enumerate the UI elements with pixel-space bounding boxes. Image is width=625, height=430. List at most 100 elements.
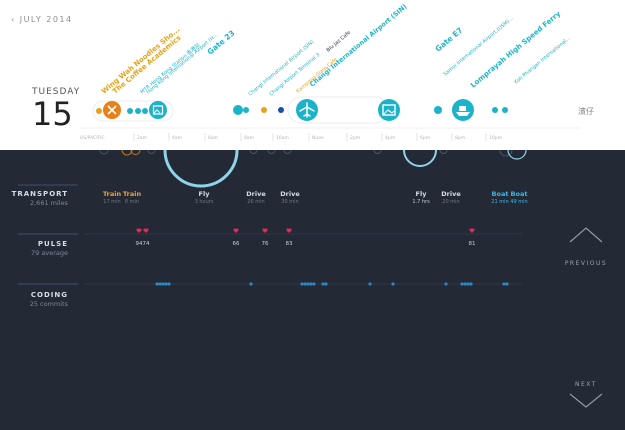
commit-dot[interactable] xyxy=(249,282,253,286)
commit-dot[interactable] xyxy=(502,282,506,286)
place-dot[interactable] xyxy=(135,108,141,114)
time-tick-label: 8am xyxy=(244,135,254,141)
commit-dot[interactable] xyxy=(324,282,328,286)
transport-mode[interactable]: Drive xyxy=(246,190,266,198)
place-dot[interactable] xyxy=(243,107,249,113)
commit-dot[interactable] xyxy=(460,282,464,286)
place-label[interactable]: Lomprayah High Speed Ferry xyxy=(469,9,562,89)
month-back-link[interactable]: ‹JULY 2014 xyxy=(11,15,73,24)
place-dot[interactable] xyxy=(502,107,508,113)
time-tick-label: Noon xyxy=(312,135,324,141)
place-label[interactable]: Samui International Airport (USM)... xyxy=(442,15,515,77)
transport-mode[interactable]: Drive xyxy=(280,190,300,198)
transport-mode[interactable]: Train xyxy=(122,190,142,198)
airplane-icon[interactable] xyxy=(296,99,318,121)
transport-row-title: TRANSPORT xyxy=(11,190,68,198)
month-label: JULY 2014 xyxy=(19,15,73,24)
next-button[interactable]: NEXT xyxy=(575,381,597,388)
commit-dot[interactable] xyxy=(164,282,168,286)
heart-icon[interactable] xyxy=(233,228,239,233)
chevron-up-icon[interactable] xyxy=(569,227,603,243)
commit-dot[interactable] xyxy=(303,282,307,286)
pulse-hearts xyxy=(136,228,475,233)
chevron-down-icon[interactable] xyxy=(569,393,603,408)
location-label: 濱仔 xyxy=(578,107,594,116)
time-tick-label: 6pm xyxy=(420,135,430,141)
commit-dot[interactable] xyxy=(321,282,325,286)
previous-button[interactable]: PREVIOUS xyxy=(564,260,608,267)
data-rows-svg xyxy=(18,150,603,408)
heart-icon[interactable] xyxy=(143,228,149,233)
commit-dot[interactable] xyxy=(300,282,304,286)
commit-dot[interactable] xyxy=(312,282,316,286)
place-dot[interactable] xyxy=(434,106,442,114)
transport-duration: 8 min xyxy=(124,199,140,205)
commit-dot[interactable] xyxy=(161,282,165,286)
heart-icon[interactable] xyxy=(469,228,475,233)
time-tick-label: 10am xyxy=(276,135,289,141)
place-label[interactable]: Changi International Airport (SIN) xyxy=(308,2,408,88)
commit-dot[interactable] xyxy=(466,282,470,286)
place-label[interactable]: Gate E7 xyxy=(434,26,465,54)
commit-dot[interactable] xyxy=(444,282,448,286)
coding-row-title: CODING xyxy=(30,291,68,299)
commit-dot[interactable] xyxy=(391,282,395,286)
place-dot[interactable] xyxy=(261,107,267,113)
commit-dot[interactable] xyxy=(505,282,509,286)
timeline-dots xyxy=(96,105,508,115)
commit-dot[interactable] xyxy=(158,282,162,286)
timeline-svg: Wing Wah Noodles Sho... The Coffee Acade… xyxy=(80,2,580,141)
transport-duration: 1.7 hrs xyxy=(412,199,430,205)
pulse-row-title: PULSE xyxy=(37,240,68,248)
place-dot[interactable] xyxy=(278,107,284,113)
photo-icon[interactable] xyxy=(378,99,400,121)
transport-mode[interactable]: Train xyxy=(102,190,122,198)
day-number: 15 xyxy=(32,95,73,133)
commit-dot[interactable] xyxy=(155,282,159,286)
place-dot[interactable] xyxy=(127,108,133,114)
time-tick-label: 4am xyxy=(172,135,182,141)
heart-icon[interactable] xyxy=(262,228,268,233)
commit-dot[interactable] xyxy=(167,282,171,286)
coding-commits xyxy=(155,282,509,286)
commit-dot[interactable] xyxy=(469,282,473,286)
commit-dot[interactable] xyxy=(463,282,467,286)
transport-mode[interactable]: Boat xyxy=(510,190,528,198)
day-name: TUESDAY xyxy=(32,87,81,97)
transport-mode[interactable]: Drive xyxy=(441,190,461,198)
commit-dot[interactable] xyxy=(306,282,310,286)
transport-duration: 17 min xyxy=(103,199,121,205)
place-label[interactable]: Wing Wah Noodles Sho... xyxy=(100,26,181,96)
place-dot[interactable] xyxy=(96,108,102,114)
food-icon[interactable] xyxy=(103,101,121,119)
time-tick-label: 8pm xyxy=(455,135,465,141)
transport-duration: 20 min xyxy=(442,199,460,205)
day-timeline-panel: ‹JULY 2014 TUESDAY 15 濱仔 Wing Wah Noodle… xyxy=(0,0,625,150)
ferry-icon[interactable] xyxy=(452,99,474,121)
place-dot[interactable] xyxy=(492,107,498,113)
place-labels: Wing Wah Noodles Sho... The Coffee Acade… xyxy=(100,2,572,97)
photo-icon[interactable] xyxy=(149,101,167,119)
pulse-value: 83 xyxy=(285,241,293,247)
commit-dot[interactable] xyxy=(309,282,313,286)
transport-duration: 30 min xyxy=(281,199,299,205)
commit-dot[interactable] xyxy=(368,282,372,286)
time-axis-ticks xyxy=(133,133,487,141)
transport-duration: 49 min xyxy=(510,199,528,205)
transport-duration: 26 min xyxy=(247,199,265,205)
transport-mode[interactable]: Boat xyxy=(491,190,509,198)
transport-duration: 21 min xyxy=(491,199,509,205)
pulse-value: 66 xyxy=(232,241,240,247)
heart-icon[interactable] xyxy=(136,228,142,233)
pulse-value: 76 xyxy=(261,241,269,247)
bubble-arcs xyxy=(99,150,527,188)
transport-mode[interactable]: Fly xyxy=(415,190,427,198)
place-dot[interactable] xyxy=(233,105,243,115)
heart-icon[interactable] xyxy=(286,228,292,233)
time-tick-label: 2am xyxy=(137,135,147,141)
place-dot[interactable] xyxy=(142,108,148,114)
transport-mode[interactable]: Fly xyxy=(198,190,210,198)
pulse-row-sub: 79 average xyxy=(31,249,68,257)
transport-row-sub: 2,661 miles xyxy=(29,199,68,207)
time-tick-label: 4pm xyxy=(385,135,395,141)
